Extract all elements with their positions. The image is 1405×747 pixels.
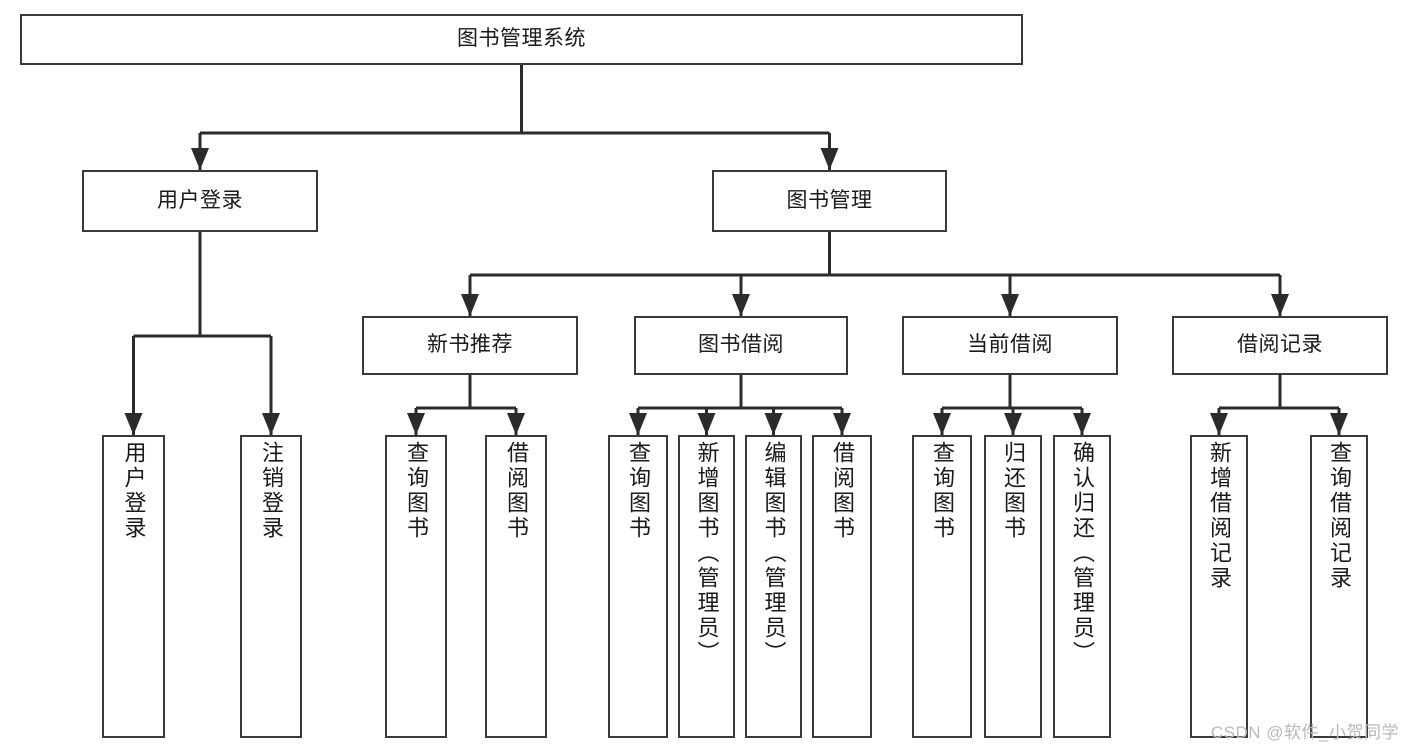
node-leaf-re-query: 查询借阅记录 <box>1310 435 1368 738</box>
node-leaf-bo-lend: 借阅图书 <box>812 435 872 738</box>
node-label: 借阅图书 <box>504 441 529 541</box>
node-login: 用户登录 <box>82 170 318 232</box>
node-label: 图书借阅 <box>698 333 784 357</box>
node-borrow: 图书借阅 <box>634 316 848 375</box>
edge-arrowhead <box>933 413 951 435</box>
edge-arrowhead <box>262 413 280 435</box>
edge-arrowhead <box>1330 413 1348 435</box>
node-leaf-cu-confirm: 确认归还（管理员） <box>1053 435 1111 738</box>
edge-arrowhead <box>124 413 143 435</box>
node-leaf-login: 用户登录 <box>102 435 165 738</box>
node-label: 新增借阅记录 <box>1207 441 1232 591</box>
node-leaf-cu-query: 查询图书 <box>912 435 972 738</box>
node-label: 用户登录 <box>121 441 147 541</box>
node-label: 编辑图书（管理员） <box>761 441 787 666</box>
node-leaf-cu-return: 归还图书 <box>984 435 1042 738</box>
node-label: 当前借阅 <box>967 333 1053 357</box>
node-leaf-logout: 注销登录 <box>240 435 302 738</box>
edge-arrowhead <box>820 148 839 170</box>
node-label: 新书推荐 <box>427 333 513 357</box>
node-records: 借阅记录 <box>1172 316 1388 375</box>
node-label: 新增图书（管理员） <box>694 441 720 666</box>
node-label: 借阅记录 <box>1237 333 1323 357</box>
node-bookmgmt: 图书管理 <box>712 170 947 232</box>
watermark-label: CSDN @软件_小贺同学 <box>1210 723 1399 742</box>
node-label: 查询图书 <box>404 441 429 541</box>
node-leaf-bo-edit: 编辑图书（管理员） <box>745 435 802 738</box>
node-label: 注销登录 <box>259 441 284 541</box>
edge-arrowhead <box>1073 413 1091 435</box>
edge-arrowhead <box>191 148 209 170</box>
node-label: 借阅图书 <box>830 441 855 541</box>
node-label: 用户登录 <box>157 188 243 212</box>
edge-arrowhead <box>629 413 647 435</box>
node-current: 当前借阅 <box>902 316 1118 375</box>
edge-arrowhead <box>732 294 750 316</box>
edge-arrowhead <box>764 413 783 435</box>
node-leaf-nb-borrow: 借阅图书 <box>485 435 547 738</box>
edge-arrowhead <box>697 413 716 435</box>
node-leaf-bo-query: 查询图书 <box>608 435 668 738</box>
edge-arrowhead <box>1210 413 1228 435</box>
node-label: 归还图书 <box>1001 441 1026 541</box>
node-newbooks: 新书推荐 <box>362 316 578 375</box>
edge-arrowhead <box>461 294 479 316</box>
node-label: 查询借阅记录 <box>1327 441 1352 591</box>
node-label: 图书管理系统 <box>457 27 586 51</box>
edge-arrowhead <box>507 413 525 435</box>
node-label: 查询图书 <box>626 441 651 541</box>
edge-arrowhead <box>1004 413 1022 435</box>
edge-arrowhead <box>1271 294 1289 316</box>
node-label: 确认归还（管理员） <box>1070 441 1095 666</box>
node-leaf-bo-add: 新增图书（管理员） <box>678 435 735 738</box>
node-label: 查询图书 <box>930 441 955 541</box>
node-root: 图书管理系统 <box>20 14 1023 65</box>
node-leaf-re-add: 新增借阅记录 <box>1190 435 1248 738</box>
edge-arrowhead <box>1001 294 1019 316</box>
edge-arrowhead <box>833 413 851 435</box>
edge-arrowhead <box>407 413 425 435</box>
node-leaf-nb-query: 查询图书 <box>385 435 447 738</box>
node-label: 图书管理 <box>786 188 873 212</box>
